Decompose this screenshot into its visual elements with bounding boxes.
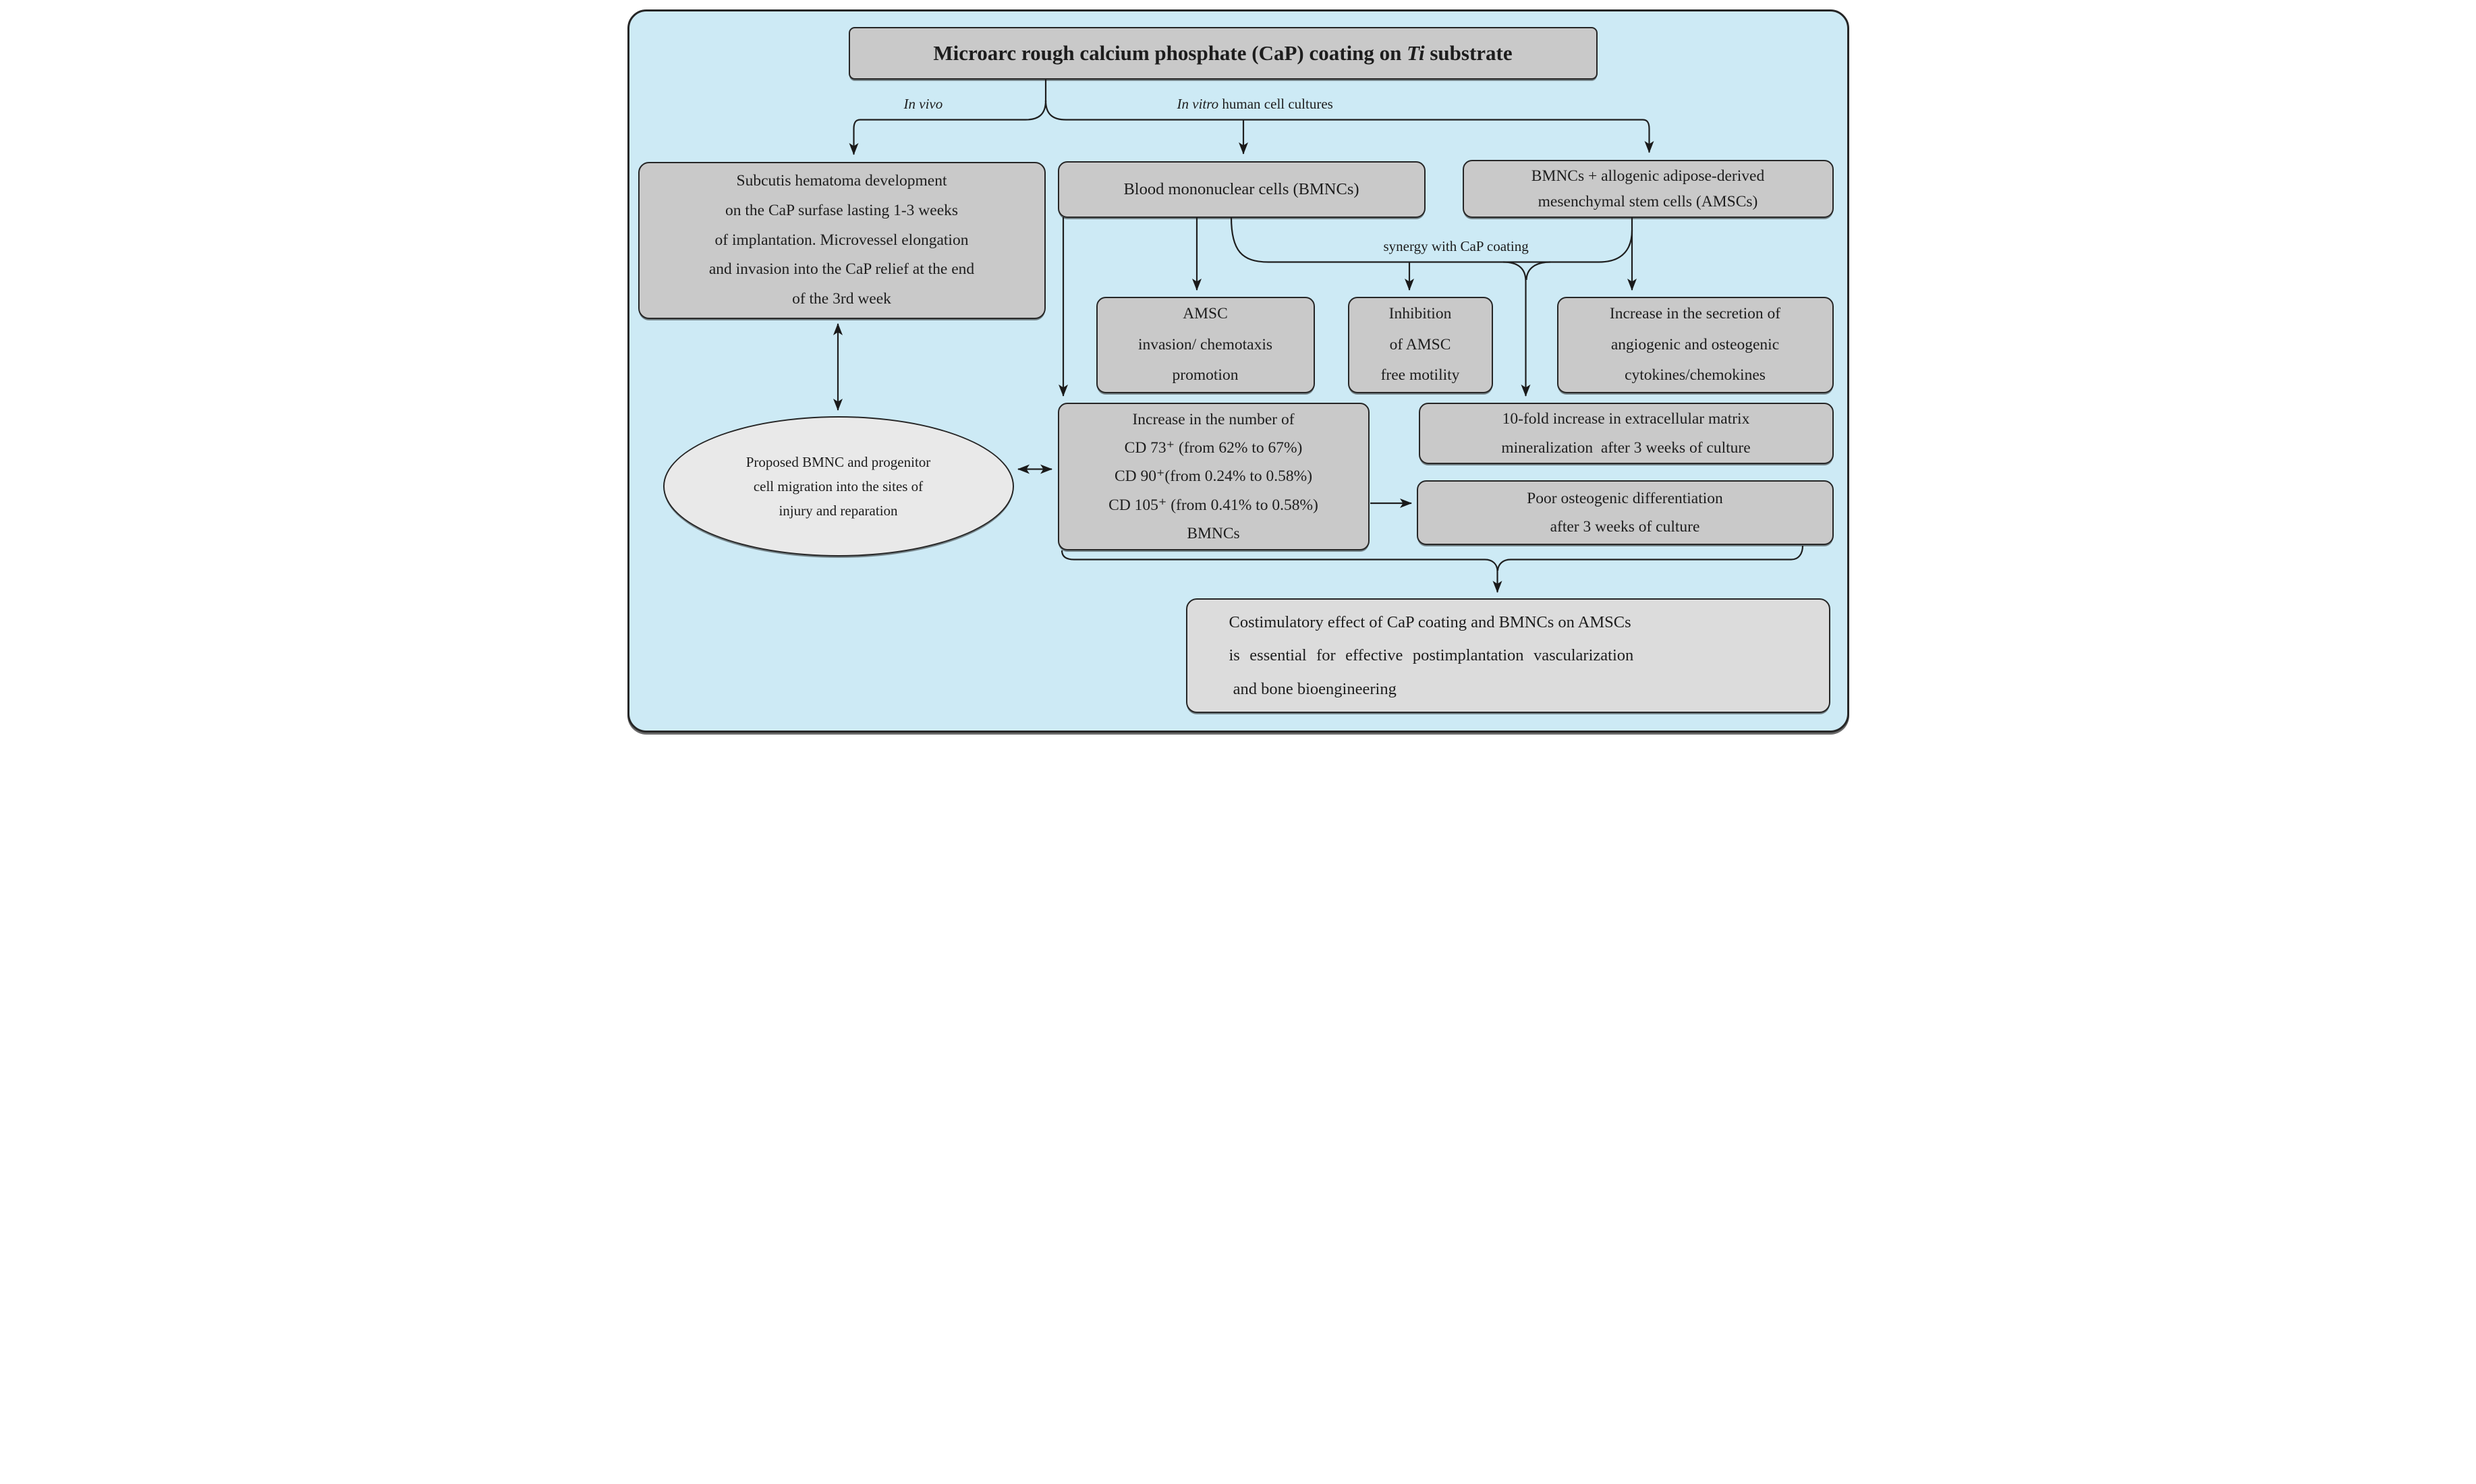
node-title: Microarc rough calcium phosphate (CaP) c… xyxy=(848,27,1598,80)
connector-synergy-funnel-right xyxy=(1525,261,1550,281)
label-synergy: synergy with CaP coating xyxy=(1383,238,1529,254)
label-in-vivo: In vivo xyxy=(903,96,943,112)
connector-title-to-amsc xyxy=(1044,100,1654,153)
connector-bracket-right xyxy=(1496,545,1803,571)
connector-synergy-to-tenfold xyxy=(1502,261,1530,397)
flowchart-figure: Microarc rough calcium phosphate (CaP) c… xyxy=(619,0,1857,742)
node-cell-migration-ellipse: Proposed BMNC and progenitor cell migrat… xyxy=(663,416,1014,556)
connector-bracket-to-conclusion xyxy=(1061,550,1502,593)
node-bmnc-amsc: BMNCs + allogenic adipose-derived mesenc… xyxy=(1462,160,1834,218)
node-cd-markers: Increase in the number of CD 73⁺ (from 6… xyxy=(1057,403,1370,550)
connector-layer xyxy=(833,79,1803,593)
connector-bmnc-to-synergy xyxy=(1230,217,1633,263)
label-in-vitro: In vitro human cell cultures xyxy=(1177,96,1333,112)
node-matrix-mineralization: 10-fold increase in extracellular matrix… xyxy=(1418,403,1834,464)
node-conclusion: Costimulatory effect of CaP coating and … xyxy=(1185,598,1830,713)
node-poor-differentiation: Poor osteogenic differentiation after 3 … xyxy=(1416,480,1834,545)
node-subcutis-hematoma: Subcutis hematoma development on the CaP… xyxy=(638,162,1046,319)
connector-title-to-invivo xyxy=(849,100,1046,155)
node-amsc-inhibition: Inhibition of AMSC free motility xyxy=(1347,297,1493,393)
title-text: Microarc rough calcium phosphate (CaP) c… xyxy=(933,41,1513,65)
node-cytokine-secretion: Increase in the secretion of angiogenic … xyxy=(1556,297,1834,393)
node-amsc-invasion: AMSC invasion/ chemotaxis promotion xyxy=(1096,297,1315,393)
node-bmnc: Blood mononuclear cells (BMNCs) xyxy=(1057,161,1426,218)
